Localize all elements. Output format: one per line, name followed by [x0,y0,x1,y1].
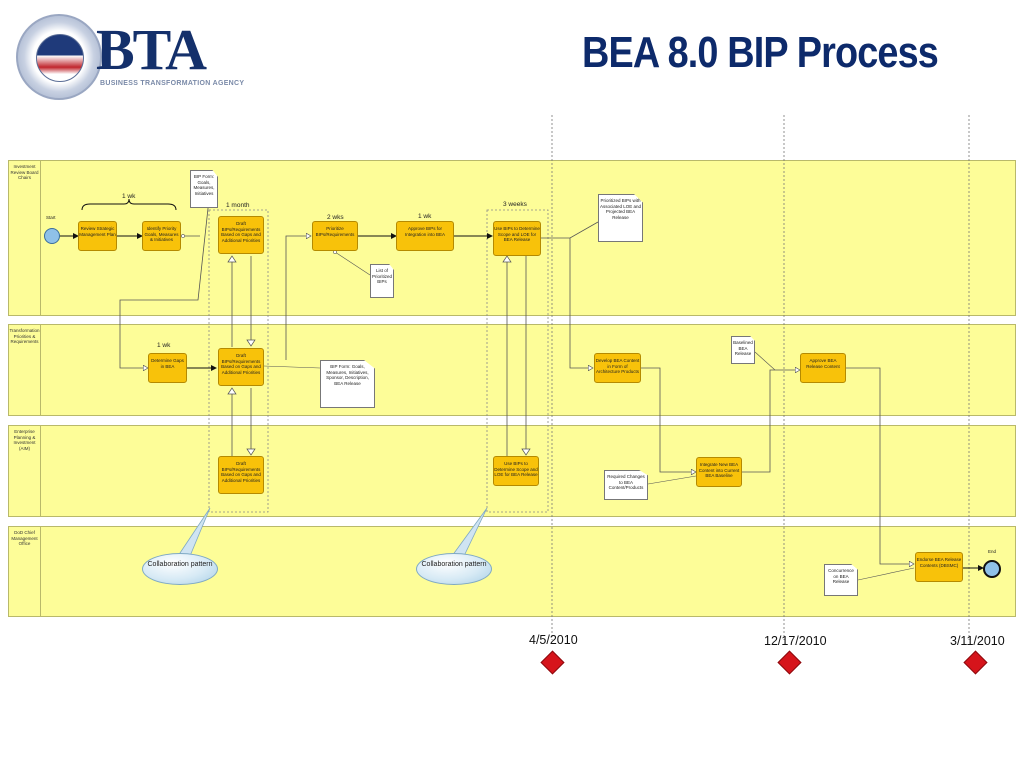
collaboration-group [208,209,269,513]
doc-prioritized-bips-loe: Prioritized BIPs with Associated LOE and… [598,194,643,242]
duration-label: 2 wks [327,214,344,221]
lane-label: Investment Review Board Chairs [9,161,41,315]
start-label: Start [46,215,56,220]
callout-collaboration-pattern: Collaboration pattern [416,553,492,585]
task-use-bips-lane1: Use BIPs to Determine Scope and LOE for … [493,221,541,256]
duration-label: 1 wk [418,213,432,220]
duration-label: 1 wk [122,193,136,200]
swimlane-enterprise-planning: Enterprise Planning & Investment (AIM) [8,425,1016,517]
duration-brace [81,198,177,211]
callout-collaboration-pattern: Collaboration pattern [142,553,218,585]
task-prioritize-bips: Prioritize BIPs/Requirements [312,221,358,251]
task-review-strategic-plan: Review Strategic Management Plan [78,221,117,251]
milestone-date: 4/5/2010 [529,633,578,647]
lane-label: Transformation Priorities & Requirements [9,325,41,415]
duration-label: 3 weeks [503,201,527,208]
duration-label: 1 wk [157,342,171,349]
task-approve-bips: Approve BIPs for Integration into BEA [396,221,454,251]
doc-concurrence: Concurrence on BEA Release [824,564,858,596]
end-label: End [988,549,997,554]
lane-label: Enterprise Planning & Investment (AIM) [9,426,41,516]
task-determine-gaps: Determine Gaps in BEA [148,353,187,383]
task-draft-bips-lane3: Draft BIPs/Requirements Based on Gaps an… [218,456,264,494]
task-develop-bea-content: Develop BEA Content in Form of Architect… [594,353,641,383]
milestone-date: 3/11/2010 [950,634,1005,648]
doc-list-prioritized-bips: List of Prioritized BIPs [370,264,394,298]
bta-logo-text: BTA [96,17,207,82]
doc-bip-form-goals: BIP Form: Goals, Measures, Initiatives [190,170,218,208]
bta-seal-logo [16,14,102,100]
task-draft-bips-lane2: Draft BIPs/Requirements Based on Gaps an… [218,348,264,386]
doc-baselined-bea-release: Baselined BEA Release [731,336,755,364]
milestone-date: 12/17/2010 [764,634,827,648]
collaboration-group [486,209,549,513]
task-integrate-bea-content: Integrate New BEA Content into Current B… [696,457,742,487]
task-approve-release-content: Approve BEA Release Content [800,353,846,383]
doc-bip-form-full: BIP Form: Goals, Measures, Initiatives, … [320,360,375,408]
bta-logo-subtitle: BUSINESS TRANSFORMATION AGENCY [100,80,245,87]
task-identify-priority-goals: Identify Priority Goals, Measures & Init… [142,221,181,251]
start-event [44,228,60,244]
end-event [983,560,1001,578]
duration-label: 1 month [226,202,250,209]
task-use-bips-lane3: Use BIPs to Determine Scope and LOE for … [493,456,539,486]
doc-required-changes: Required Changes to BEA Content/Products [604,470,648,500]
lane-label: DoD Chief Management Office [9,527,41,616]
task-endorse-release: Endorse BEA Release Contents (DBSMC) [915,552,963,582]
page-title: BEA 8.0 BIP Process [582,28,939,77]
task-draft-bips-lane1: Draft BIPs/Requirements Based on Gaps an… [218,216,264,254]
